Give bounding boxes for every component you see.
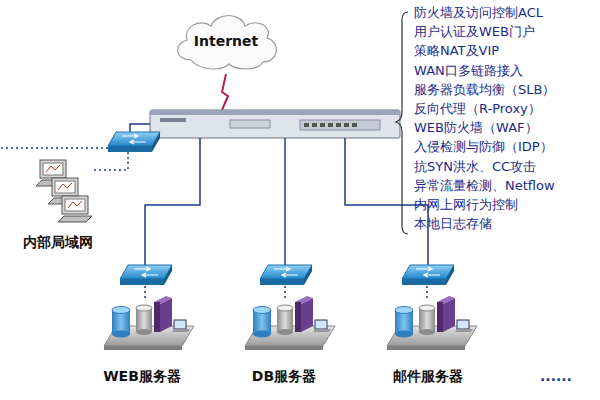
feature-item: 服务器负载均衡（SLB） — [414, 81, 555, 99]
feature-item: 反向代理（R-Proxy） — [414, 100, 541, 118]
feature-item: 用户认证及WEB门户 — [414, 23, 535, 41]
feature-item: 内网上网行为控制 — [414, 196, 518, 214]
group-label: WEB服务器 — [100, 366, 184, 388]
node-text: WEB服务器 — [100, 368, 184, 386]
feature-item: 异常流量检测、Netflow — [414, 177, 555, 195]
feature-item: 本地日志存储 — [414, 215, 492, 233]
node-text: 内部局域网 — [20, 234, 96, 252]
group-label: 内部局域网 — [20, 232, 96, 254]
group-label: 邮件服务器 — [390, 366, 466, 388]
feature-item: WEB防火墙（WAF） — [414, 119, 538, 137]
node-text: 邮件服务器 — [390, 368, 466, 386]
node-text: DB服务器 — [249, 368, 319, 386]
feature-item: 防火墙及访问控制ACL — [414, 4, 543, 22]
node-text: Internet — [171, 33, 281, 49]
feature-item: 抗SYN洪水、CC攻击 — [414, 158, 536, 176]
internet-cloud: Internet — [171, 10, 281, 72]
feature-item: 入侵检测与防御（IDP） — [414, 138, 553, 156]
group-label: DB服务器 — [249, 366, 319, 388]
feature-item: WAN口多链路接入 — [414, 62, 523, 80]
feature-item: 策略NAT及VIP — [414, 42, 499, 60]
ellipsis: ...... — [540, 368, 572, 384]
